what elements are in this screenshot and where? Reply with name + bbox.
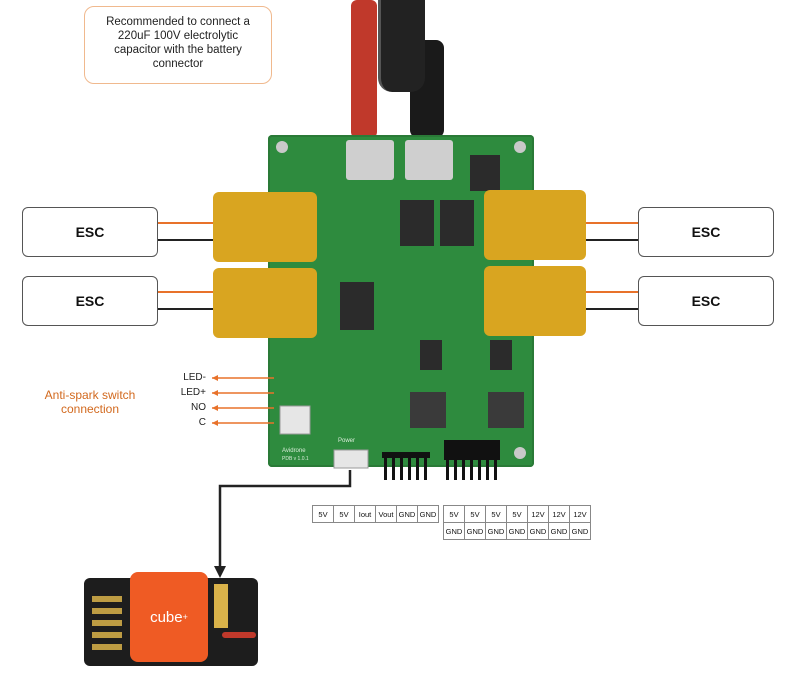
pin-label-led-minus: LED-: [183, 372, 206, 383]
power-cable-arrow-head: [214, 566, 226, 578]
servo-pin-top: 5V: [506, 505, 528, 523]
fc-red-wire: [222, 632, 256, 638]
regulator: [470, 155, 500, 191]
pin-header-servo: [444, 440, 500, 480]
arrow-head: [212, 420, 218, 426]
servo-pin-bottom: GND: [464, 522, 486, 540]
battery-pad-negative: [405, 140, 453, 180]
servo-pin-top: 12V: [569, 505, 591, 523]
power-pin: Iout: [354, 505, 376, 523]
flight-controller-cube: cube+: [130, 572, 208, 662]
pin-label-led-plus: LED+: [180, 387, 206, 398]
jst-power-connector: [333, 449, 369, 469]
esc-box-bottom-left: ESC: [22, 276, 158, 326]
pin-label-no: NO: [191, 402, 206, 413]
fc-connector-column: [214, 584, 228, 628]
power-cable: [218, 470, 352, 572]
esc-box-top-right: ESC: [638, 207, 774, 257]
servo-header-pinout: 5V 5V 5V 5V 12V 12V 12V GND GND GND GND …: [443, 505, 591, 540]
cube-label: cube: [150, 608, 183, 626]
inductor: [410, 392, 446, 428]
servo-pin-bottom: GND: [569, 522, 591, 540]
esc-box-top-left: ESC: [22, 207, 158, 257]
servo-pin-bottom: GND: [548, 522, 570, 540]
power-pin: 5V: [333, 505, 355, 523]
xt-connector-bottom-right: [484, 266, 586, 336]
battery-red-lead: [351, 0, 377, 138]
capacitor: [378, 0, 425, 92]
xt-connector-top-left: [213, 192, 317, 262]
power-connector-silk: Power: [338, 438, 356, 444]
arrow-head: [212, 405, 218, 411]
servo-pin-top: 12V: [527, 505, 549, 523]
fc-connector-column: [92, 590, 122, 652]
power-pin: GND: [417, 505, 439, 523]
arrow-head: [212, 375, 218, 381]
regulator: [340, 282, 374, 330]
servo-pin-top: 5V: [443, 505, 465, 523]
xt-connector-bottom-left: [213, 268, 317, 338]
mounting-hole: [276, 141, 288, 153]
inductor: [488, 392, 524, 428]
anti-spark-connector: [279, 405, 311, 435]
ic-chip: [490, 340, 512, 370]
esc-box-bottom-right: ESC: [638, 276, 774, 326]
servo-pin-top: 5V: [464, 505, 486, 523]
servo-pin-bottom: GND: [506, 522, 528, 540]
anti-spark-title: Anti-spark switch connection: [44, 388, 136, 416]
ic-chip: [420, 340, 442, 370]
power-pin: Vout: [375, 505, 397, 523]
capacitor-recommendation-note: Recommended to connect a 220uF 100V elec…: [84, 6, 272, 84]
xt-connector-top-right: [484, 190, 586, 260]
servo-pin-bottom: GND: [527, 522, 549, 540]
servo-pin-top: 12V: [548, 505, 570, 523]
battery-pad-positive: [346, 140, 394, 180]
mosfet: [400, 200, 434, 246]
power-pin: GND: [396, 505, 418, 523]
board-brand-silk: Avidrone: [282, 448, 306, 454]
pin-header-power: [382, 452, 430, 480]
mosfet: [440, 200, 474, 246]
servo-pin-bottom: GND: [443, 522, 465, 540]
power-header-pinout: 5V 5V Iout Vout GND GND: [312, 505, 439, 523]
power-pin: 5V: [312, 505, 334, 523]
servo-pin-bottom: GND: [485, 522, 507, 540]
pin-label-c: C: [198, 417, 206, 428]
arrow-head: [212, 390, 218, 396]
mounting-hole: [514, 447, 526, 459]
servo-pin-top: 5V: [485, 505, 507, 523]
mounting-hole: [514, 141, 526, 153]
board-rev-silk: PDB v 1.0.1: [282, 456, 309, 462]
